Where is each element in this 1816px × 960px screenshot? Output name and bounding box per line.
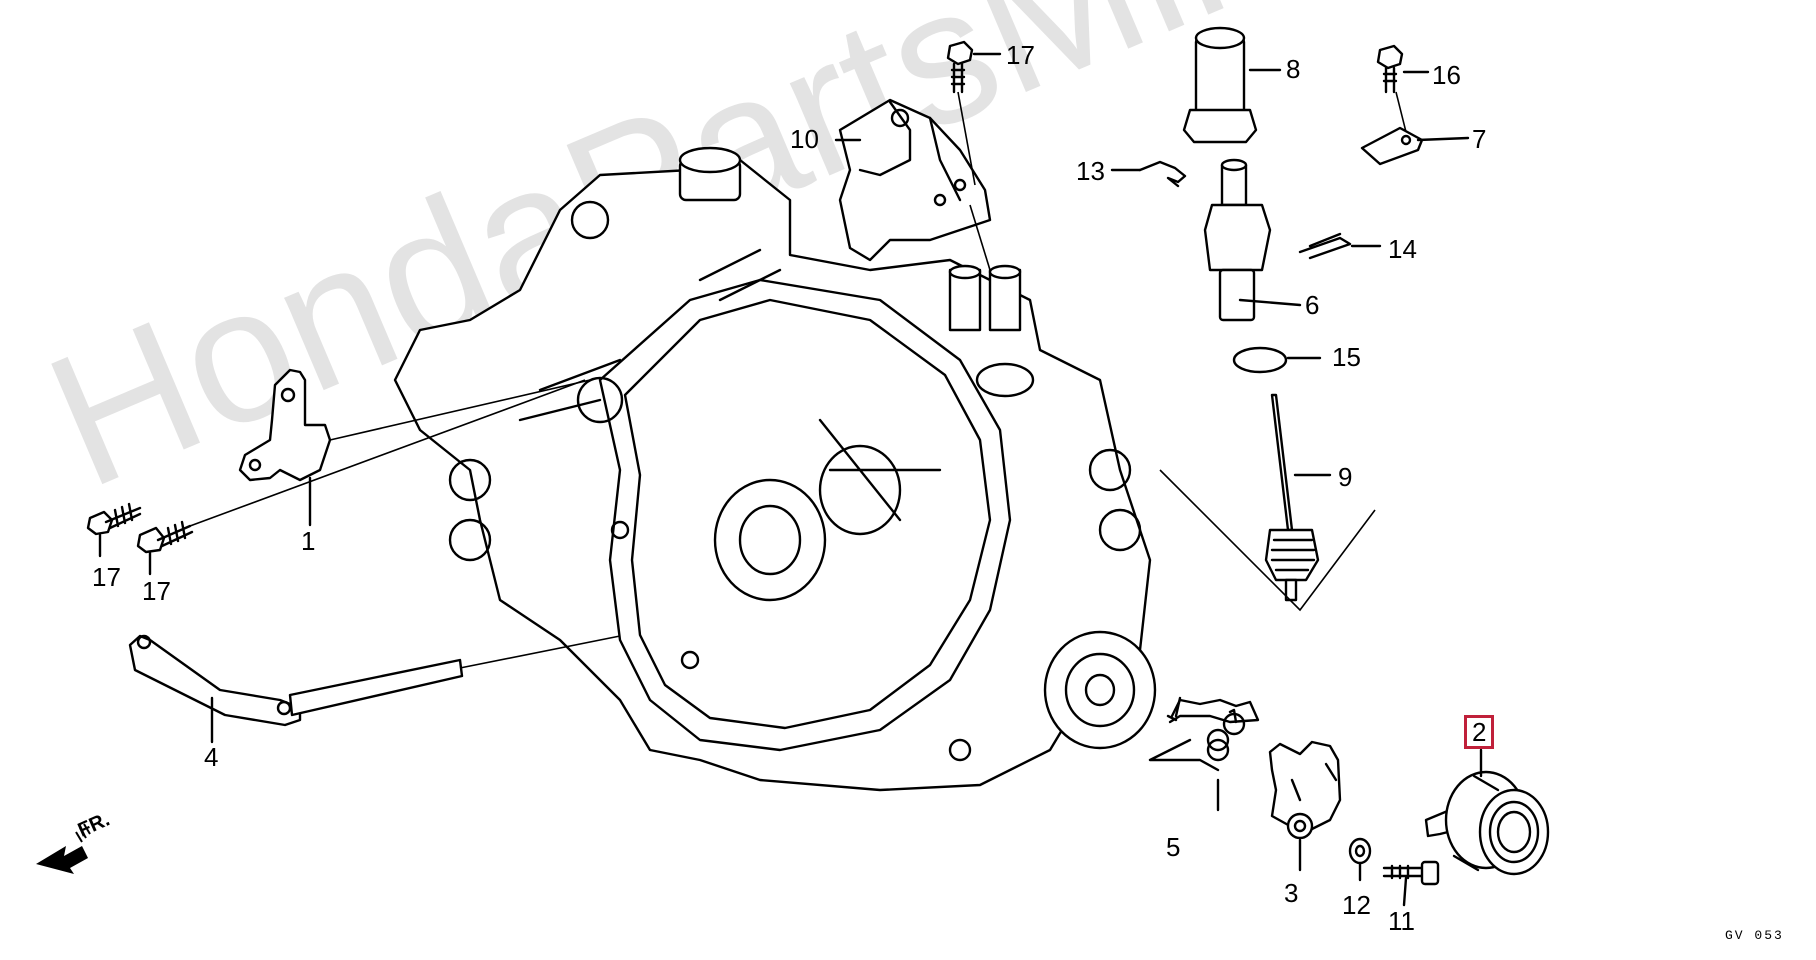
callout-8: 8 [1286,54,1301,84]
part-13-clip [1110,160,1187,188]
callout-17-mid: 17 [142,576,171,606]
part-3-release-fork [1268,740,1342,872]
part-7-plate [1360,126,1470,166]
part-8-sleeve [1182,26,1282,144]
part-2-release-bearing [1424,748,1550,876]
callout-7: 7 [1472,124,1487,154]
callout-5: 5 [1166,832,1181,862]
callout-3: 3 [1284,878,1299,908]
part-16-bolt [1376,44,1430,133]
part-14-pin [1298,232,1382,260]
callout-9: 9 [1338,462,1353,492]
callout-11: 11 [1388,906,1415,936]
part-5-spring [1148,696,1260,812]
callout-2-highlighted: 2 [1464,715,1495,749]
callout-4: 4 [204,742,219,772]
callout-15: 15 [1332,342,1361,372]
part-4-shaft [128,634,621,744]
part-10-bracket [834,98,992,271]
front-direction-arrow [36,823,91,874]
callout-17-top: 17 [1006,40,1035,70]
callout-6: 6 [1305,290,1320,320]
callout-17-left: 17 [92,562,121,592]
part-17-bolts-left [86,379,591,576]
diagram-code: GV 053 [1725,928,1784,943]
part-9-shaft-gear [1159,393,1376,612]
callout-16: 16 [1432,60,1461,90]
part-15-o-ring [1232,346,1288,374]
callout-13: 13 [1076,156,1105,186]
transmission-case [393,146,1157,792]
part-11-bolt [1382,860,1440,907]
part-1-bracket [238,368,332,527]
part-17-bolt-top [946,40,1002,186]
callout-1: 1 [301,526,316,556]
callout-14: 14 [1388,234,1417,264]
part-6-sensor [1203,158,1302,322]
callout-10: 10 [790,124,819,154]
part-12-nut [1348,837,1372,882]
callout-12: 12 [1342,890,1371,920]
